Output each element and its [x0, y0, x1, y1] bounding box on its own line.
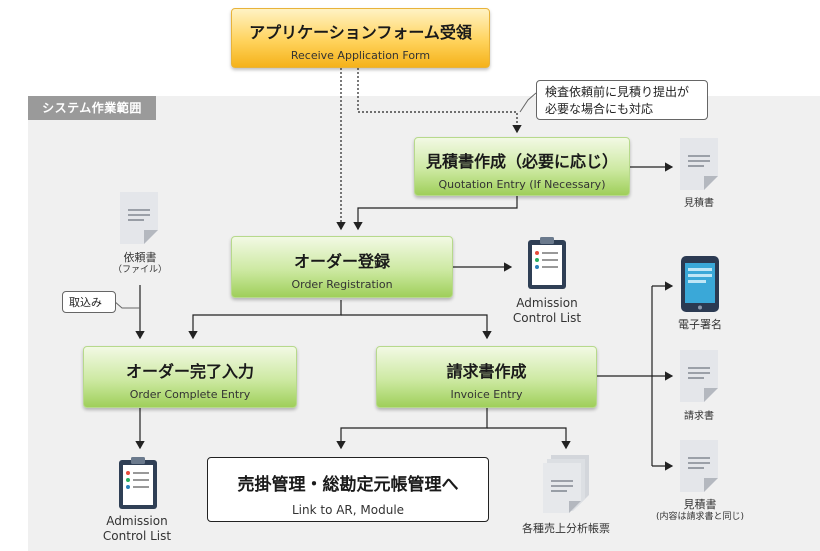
node-title: 請求書作成 [446, 362, 527, 381]
node-title: オーダー登録 [293, 252, 390, 271]
receive-application-form-node: アプリケーションフォーム受領 Receive Application Form [231, 8, 490, 68]
callout-line-1: 検査依頼前に見積り提出が [545, 85, 690, 99]
system-scope-label: システム作業範囲 [28, 96, 156, 120]
node-subtitle: Order Registration [291, 278, 393, 291]
quotation-entry-node: 見積書作成（必要に応じ） Quotation Entry (If Necessa… [414, 137, 630, 196]
sales-report-stack-icon [543, 455, 589, 513]
sales-report-label: 各種売上分析帳票 [522, 522, 610, 535]
callout-line-2: 必要な場合にも対応 [545, 102, 654, 116]
link-ar-module-node: 売掛管理・総勘定元帳管理へ Link to AR, Module [207, 457, 489, 522]
request-document-label-line1: 依頼書 [123, 251, 157, 264]
request-document-label-line2: （ファイル） [112, 265, 167, 275]
node-subtitle: Order Complete Entry [129, 388, 251, 401]
import-callout: 取込み [62, 291, 116, 313]
node-title: 見積書作成（必要に応じ） [425, 152, 618, 171]
node-subtitle: Link to AR, Module [291, 503, 405, 517]
admission-label-top-line2: Control List [512, 311, 582, 325]
arrow-invoice-to-link [336, 408, 488, 450]
quote-document-copy-label-line2: (内容は請求書と同じ) [655, 512, 745, 522]
arrow-invoice-to-reports [487, 427, 571, 450]
esign-label: 電子署名 [678, 318, 722, 331]
arrow-order-to-invoice [341, 314, 492, 340]
admission-label-bottom-line2: Control List [102, 529, 172, 543]
quote-document-copy-label-line1: 見積書 [683, 498, 717, 511]
import-callout-pointer [113, 300, 140, 309]
quotation-note-callout: 検査依頼前に見積り提出が 必要な場合にも対応 [536, 80, 708, 120]
node-subtitle: Invoice Entry [450, 388, 523, 401]
import-label: 取込み [69, 296, 102, 309]
request-document-label: 依頼書 （ファイル） [100, 251, 180, 277]
admission-label-top-line1: Admission [516, 296, 578, 310]
admission-label-top: Admission Control List [500, 296, 594, 326]
node-subtitle: Receive Application Form [290, 49, 431, 62]
request-document-icon [120, 192, 158, 244]
quote-document-label: 見積書 [684, 198, 714, 209]
arrow-receive-to-quotation [357, 68, 522, 134]
callout-pointer [519, 92, 537, 113]
node-title: 売掛管理・総勘定元帳管理へ [237, 475, 459, 495]
quote-document-icon [680, 138, 718, 190]
arrow-quotation-to-order [353, 196, 518, 231]
node-title: オーダー完了入力 [125, 362, 254, 381]
quote-document-copy-label: 見積書 (内容は請求書と同じ) [650, 498, 750, 524]
admission-label-bottom: Admission Control List [90, 514, 184, 544]
admission-clipboard-icon-top [528, 237, 566, 289]
admission-label-bottom-line1: Admission [106, 514, 168, 528]
invoice-entry-node: 請求書作成 Invoice Entry [376, 346, 597, 408]
admission-clipboard-icon-bottom [119, 457, 157, 509]
node-subtitle: Quotation Entry (If Necessary) [438, 178, 606, 191]
tablet-esign-icon [681, 256, 719, 312]
invoice-document-icon [680, 350, 718, 402]
node-title: アプリケーションフォーム受領 [249, 23, 472, 42]
arrow-order-to-complete [188, 300, 342, 340]
quote-document-copy-icon [680, 440, 718, 492]
order-complete-entry-node: オーダー完了入力 Order Complete Entry [83, 346, 297, 408]
order-registration-node: オーダー登録 Order Registration [231, 236, 453, 298]
invoice-document-label: 請求書 [684, 411, 714, 422]
